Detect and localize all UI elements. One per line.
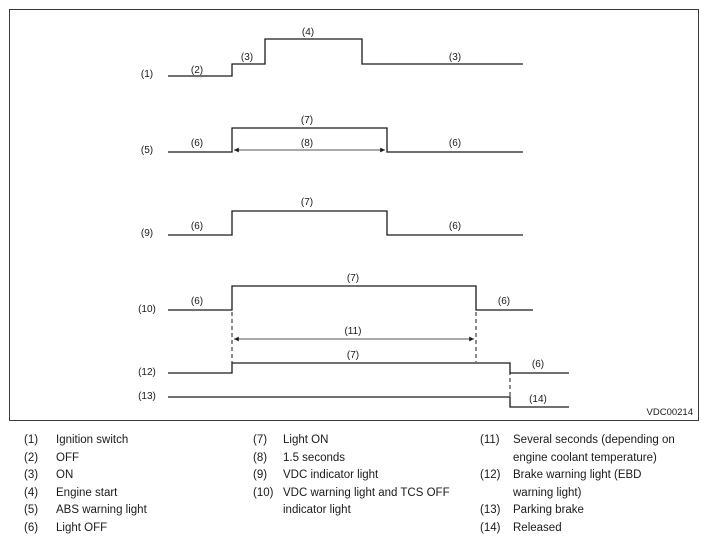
- row-label-abs-warning-light: (5): [141, 145, 153, 156]
- label-on: (3): [241, 52, 253, 63]
- legend-item-several-seconds: (11) Several seconds (depending on engin…: [480, 432, 695, 467]
- legend-number: (1): [24, 434, 39, 446]
- legend-column-3: (11) Several seconds (depending on engin…: [480, 432, 695, 537]
- legend-number: (4): [24, 486, 39, 499]
- ignition-switch-trace: [168, 38, 523, 77]
- legend-item-off: (2) OFF: [24, 450, 234, 468]
- vdc-warning-light-trace: [168, 285, 533, 311]
- row-label-vdc-indicator-light: (9): [141, 228, 153, 239]
- brake-warning-light-trace: [168, 362, 569, 374]
- label-light-on: (7): [347, 273, 359, 284]
- label-engine-start: (4): [302, 27, 314, 38]
- legend-item-brake-warning-light: (12) Brake warning light (EBD warning li…: [480, 467, 695, 502]
- row-label-vdc-warning-light: (10): [138, 304, 156, 315]
- timing-diagram: (1) (2) (3) (4) (3) (5) (6) (7) (8) (6) …: [138, 27, 693, 418]
- legend-item-1-5-seconds: (8) 1.5 seconds: [253, 450, 473, 468]
- label-light-on: (7): [301, 197, 313, 208]
- legend-number: (9): [253, 469, 268, 481]
- legend-number: (11): [480, 434, 500, 446]
- label-several-seconds: (11): [344, 326, 361, 337]
- legend-text: Brake warning light (EBD warning light): [513, 469, 642, 499]
- label-off: (2): [191, 65, 203, 76]
- legend-item-abs-warning-light: (5) ABS warning light: [24, 502, 234, 520]
- legend-column-2: (7) Light ON (8) 1.5 seconds (9) VDC ind…: [253, 432, 473, 520]
- row-label-parking-brake: (13): [138, 391, 156, 402]
- label-light-on: (7): [301, 115, 313, 126]
- legend-number: (14): [480, 521, 501, 534]
- legend-number: (10): [253, 486, 274, 499]
- legend-item-released: (14) Released: [480, 520, 695, 538]
- legend-number: (2): [24, 451, 39, 464]
- legend-number: (7): [253, 434, 268, 446]
- legend-number: (13): [480, 504, 501, 516]
- legend-text: 1.5 seconds: [283, 451, 346, 464]
- label-light-off: (6): [191, 296, 203, 307]
- legend-text: Light OFF: [56, 521, 108, 534]
- label-light-off: (6): [449, 221, 461, 232]
- legend-text: Ignition switch: [56, 434, 129, 446]
- parking-brake-trace: [168, 396, 569, 408]
- label-light-off: (6): [191, 221, 203, 232]
- abs-warning-light-trace: [168, 127, 523, 153]
- legend-number: (5): [24, 504, 39, 516]
- legend-text: ON: [56, 469, 74, 481]
- legend-text: Light ON: [283, 434, 329, 446]
- legend-text: Released: [513, 521, 562, 534]
- legend-item-engine-start: (4) Engine start: [24, 485, 234, 503]
- legend-item-vdc-indicator-light: (9) VDC indicator light: [253, 467, 473, 485]
- legend-text: VDC warning light and TCS OFF indicator …: [283, 486, 450, 517]
- legend-item-light-on: (7) Light ON: [253, 432, 473, 450]
- legend-number: (6): [24, 521, 39, 534]
- legend-item-on: (3) ON: [24, 467, 234, 485]
- label-released: (14): [529, 394, 547, 405]
- legend-number: (3): [24, 469, 39, 481]
- legend-number: (12): [480, 469, 501, 481]
- label-light-off: (6): [532, 359, 544, 370]
- legend-text: Several seconds (depending on engine coo…: [513, 434, 675, 464]
- label-light-off: (6): [498, 296, 510, 307]
- label-on: (3): [449, 52, 461, 63]
- legend-text: Engine start: [56, 486, 118, 499]
- legend-text: ABS warning light: [56, 504, 147, 516]
- label-light-off: (6): [191, 138, 203, 149]
- legend-text: VDC indicator light: [283, 469, 379, 481]
- label-light-off: (6): [449, 138, 461, 149]
- legend-item-light-off: (6) Light OFF: [24, 520, 234, 538]
- row-label-brake-warning-light: (12): [138, 367, 156, 378]
- label-1-5-seconds: (8): [301, 138, 313, 149]
- legend-text: Parking brake: [513, 504, 584, 516]
- label-light-on: (7): [347, 350, 359, 361]
- diagram-frame: [9, 9, 699, 421]
- legend-column-1: (1) Ignition switch (2) OFF (3) ON (4) E…: [24, 432, 234, 537]
- legend-item-ignition-switch: (1) Ignition switch: [24, 432, 234, 450]
- legend-item-vdc-warning-light: (10) VDC warning light and TCS OFF indic…: [253, 485, 473, 520]
- figure-id: VDC00214: [647, 407, 693, 418]
- vdc-indicator-light-trace: [168, 210, 523, 236]
- legend-item-parking-brake: (13) Parking brake: [480, 502, 695, 520]
- legend-text: OFF: [56, 451, 79, 464]
- row-label-ignition-switch: (1): [141, 69, 153, 80]
- legend-number: (8): [253, 451, 268, 464]
